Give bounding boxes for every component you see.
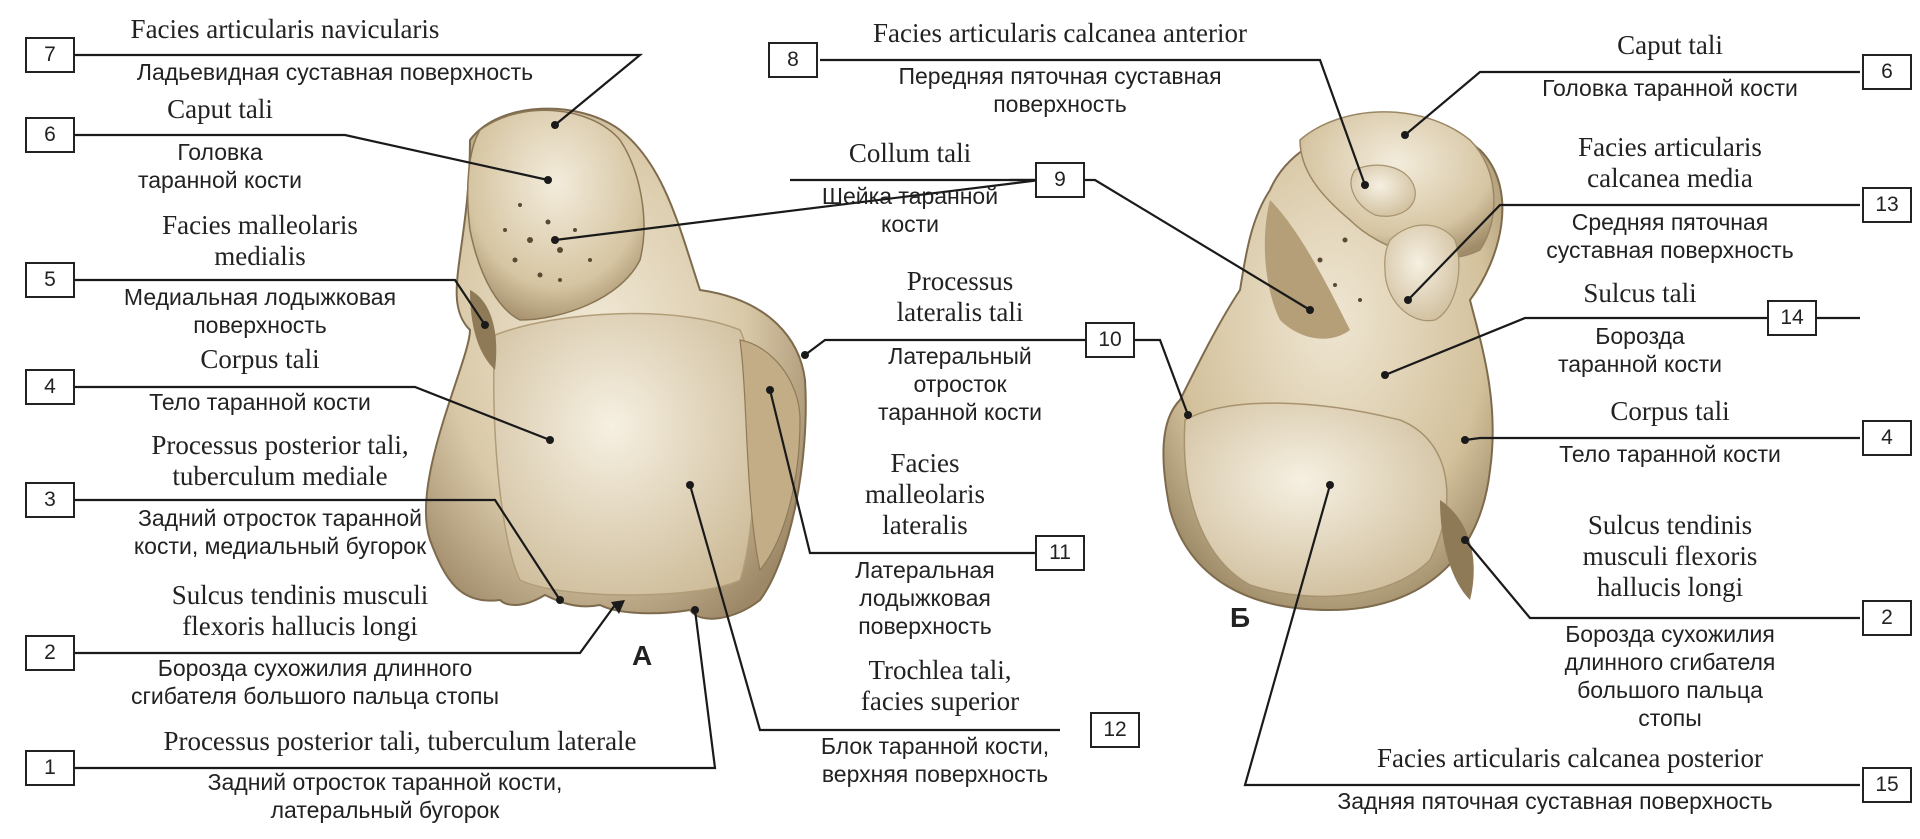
label-14-russian: Борозда таранной кости (1557, 323, 1723, 377)
label-6a-number: 6 (25, 117, 75, 153)
label-5-number: 5 (25, 262, 75, 298)
label-8-number: 8 (768, 42, 818, 78)
label-9-russian: Шейка таранной кости (821, 183, 999, 237)
label-4a-latin: Corpus tali (200, 344, 320, 374)
talus-view-b (1162, 111, 1504, 612)
label-1-number: 1 (25, 750, 75, 786)
label-2b-russian: Борозда сухожилия длинного сгибателя бол… (1564, 621, 1776, 731)
label-11-number: 11 (1035, 535, 1085, 571)
label-7-latin: Facies articularis navicularis (130, 14, 440, 44)
label-9-latin: Collum tali (848, 138, 972, 168)
label-2a-latin: Sulcus tendinis musculi flexoris halluci… (171, 580, 429, 641)
label-6b-russian: Головка таранной кости (1542, 75, 1798, 101)
label-6a-latin: Caput tali (167, 94, 273, 124)
label-4a-russian: Тело таранной кости (149, 389, 371, 415)
leader-lines-a (75, 53, 717, 770)
label-11-latin: Facies malleolaris lateralis (865, 448, 985, 540)
talus-view-a (424, 107, 807, 620)
label-6b-latin: Caput tali (1617, 30, 1723, 60)
label-8-russian: Передняя пяточная суставная поверхность (898, 63, 1222, 117)
label-2a-russian: Борозда сухожилия длинного сгибателя бол… (131, 655, 499, 709)
label-9-number: 9 (1035, 162, 1085, 198)
view-b-letter: Б (1230, 602, 1251, 633)
label-3-latin: Processus posterior tali, tuberculum med… (151, 430, 409, 491)
label-13-number: 13 (1862, 187, 1912, 223)
label-15-number: 15 (1862, 767, 1912, 803)
label-7-russian: Ладьевидная суставная поверхность (136, 59, 534, 85)
label-15-russian: Задняя пяточная суставная поверхность (1337, 788, 1773, 814)
label-3-number: 3 (25, 482, 75, 518)
label-5-russian: Медиальная лодыжковая поверхность (123, 284, 397, 338)
label-13-latin: Facies articularis calcanea media (1578, 132, 1762, 193)
label-7-number: 7 (25, 37, 75, 73)
label-13-russian: Средняя пяточная суставная поверхность (1546, 209, 1794, 263)
label-2a-number: 2 (25, 635, 75, 671)
label-10-number: 10 (1085, 322, 1135, 358)
label-3-russian: Задний отросток таранной кости, медиальн… (133, 505, 427, 559)
label-12-latin: Trochlea tali, facies superior (860, 655, 1020, 716)
label-4b-latin: Corpus tali (1610, 396, 1730, 426)
label-1-russian: Задний отросток таранной кости, латераль… (207, 769, 563, 823)
label-4b-russian: Тело таранной кости (1559, 441, 1781, 467)
label-12-russian: Блок таранной кости, верхняя поверхность (820, 733, 1050, 787)
label-6b-number: 6 (1862, 54, 1912, 90)
label-4b-number: 4 (1862, 420, 1912, 456)
leader-lines-b (1243, 70, 1860, 787)
label-4a-number: 4 (25, 369, 75, 405)
view-a-letter: А (632, 640, 653, 671)
label-14-latin: Sulcus tali (1583, 278, 1697, 308)
label-1-latin: Processus posterior tali, tuberculum lat… (163, 726, 637, 756)
label-11-russian: Латеральная лодыжковая поверхность (855, 557, 995, 639)
label-12-number: 12 (1090, 712, 1140, 748)
label-15-latin: Facies articularis calcanea posterior (1376, 743, 1764, 773)
leader-lines-center (551, 58, 1369, 732)
label-10-russian: Латеральный отросток таранной кости (877, 343, 1043, 425)
label-14-number: 14 (1767, 300, 1817, 336)
label-5-latin: Facies malleolaris medialis (162, 210, 358, 271)
label-2b-latin: Sulcus tendinis musculi flexoris halluci… (1582, 510, 1758, 602)
label-6a-russian: Головка таранной кости (137, 139, 303, 193)
label-10-latin: Processus lateralis tali (896, 266, 1024, 327)
label-8-latin: Facies articularis calcanea anterior (872, 18, 1248, 48)
label-2b-number: 2 (1862, 600, 1912, 636)
